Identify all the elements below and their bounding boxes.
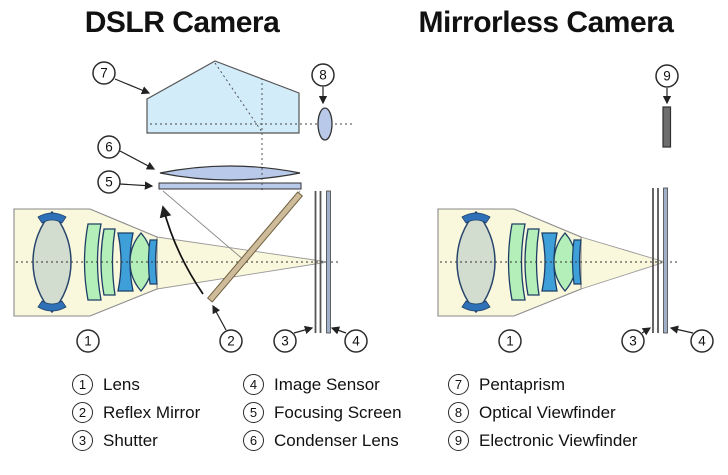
electronic-viewfinder-shape: [662, 106, 672, 148]
callout-mirrorless-image-sensor: 4: [669, 325, 714, 353]
callout-dslr-lens: 1: [76, 329, 100, 353]
callout-optical-viewfinder: 8: [311, 63, 335, 105]
legend-label: Reflex Mirror: [103, 402, 201, 422]
svg-text:4: 4: [352, 334, 360, 349]
legend-label: Focusing Screen: [274, 402, 402, 422]
pentaprism-shape: [146, 60, 300, 134]
svg-text:9: 9: [663, 69, 671, 84]
callout-mirrorless-shutter: 3: [621, 327, 652, 353]
mirrorless-image-sensor-shape: [663, 187, 668, 334]
dslr-light-ray-top: [156, 236, 329, 263]
legend-item-shutter: 3 Shutter: [72, 430, 200, 451]
svg-text:3: 3: [281, 334, 289, 349]
svg-text:1: 1: [506, 334, 514, 349]
legend-number-badge: 1: [72, 374, 93, 395]
callout-condenser-lens: 6: [97, 135, 156, 170]
legend-number-badge: 5: [243, 402, 264, 423]
callout-focusing-screen: 5: [97, 170, 154, 194]
legend-item-condenser-lens: 6 Condenser Lens: [243, 430, 402, 451]
dslr-image-sensor-shape: [326, 190, 331, 334]
legend-label: Lens: [103, 374, 140, 394]
svg-text:7: 7: [100, 66, 108, 81]
optical-viewfinder-shape: [317, 107, 333, 141]
legend-number-badge: 6: [243, 430, 264, 451]
mirrorless-light-ray-bottom: [580, 261, 666, 290]
legend-item-electronic-viewfinder: 9 Electronic Viewfinder: [448, 430, 637, 451]
svg-text:6: 6: [105, 140, 113, 155]
legend-item-pentaprism: 7 Pentaprism: [448, 374, 637, 395]
dslr-diagram: 7 8 6 5 1: [13, 60, 368, 353]
legend-item-image-sensor: 4 Image Sensor: [243, 374, 402, 395]
svg-text:4: 4: [698, 334, 706, 349]
focusing-screen-shape: [158, 182, 302, 190]
callout-dslr-shutter: 3: [273, 325, 314, 353]
legend-item-focusing-screen: 5 Focusing Screen: [243, 402, 402, 423]
mirrorless-diagram: 9 1 3 4: [437, 64, 714, 353]
legend-number-badge: 9: [448, 430, 469, 451]
condenser-lens-shape: [159, 165, 301, 181]
callout-mirrorless-lens: 1: [498, 329, 522, 353]
svg-text:2: 2: [227, 334, 235, 349]
svg-text:3: 3: [629, 334, 637, 349]
legend-item-optical-viewfinder: 8 Optical Viewfinder: [448, 402, 637, 423]
mirrorless-shutter-lines: [652, 188, 659, 333]
legend-label: Condenser Lens: [274, 430, 399, 450]
light-direction-arrow: [159, 205, 204, 295]
callout-reflex-mirror: 2: [212, 304, 243, 353]
mirrorless-light-ray-top: [580, 236, 666, 263]
reflex-mirror-shape: [206, 191, 304, 303]
pentaprism-light-path-dotted: [150, 62, 352, 190]
svg-text:5: 5: [105, 175, 113, 190]
mirrorless-light-cone: [581, 237, 665, 289]
legend-label: Optical Viewfinder: [479, 402, 616, 422]
legend-number-badge: 7: [448, 374, 469, 395]
mirrorless-title: Mirrorless Camera: [418, 6, 674, 39]
svg-text:8: 8: [319, 68, 327, 83]
legend-number-badge: 4: [243, 374, 264, 395]
legend-column-3: 7 Pentaprism 8 Optical Viewfinder 9 Elec…: [448, 374, 637, 451]
dslr-title: DSLR Camera: [84, 6, 280, 39]
dslr-light-ray-bottom: [156, 261, 329, 290]
legend-label: Shutter: [103, 430, 158, 450]
legend-number-badge: 3: [72, 430, 93, 451]
mirrorless-lens-assembly: [437, 208, 582, 317]
legend-number-badge: 2: [72, 402, 93, 423]
legend-label: Image Sensor: [274, 374, 380, 394]
callout-dslr-image-sensor: 4: [330, 326, 368, 353]
legend-item-reflex-mirror: 2 Reflex Mirror: [72, 402, 200, 423]
legend-item-lens: 1 Lens: [72, 374, 200, 395]
dslr-lens-assembly: [13, 208, 158, 317]
legend-column-1: 1 Lens 2 Reflex Mirror 3 Shutter: [72, 374, 200, 451]
svg-text:1: 1: [84, 334, 92, 349]
dslr-shutter-lines: [314, 191, 322, 333]
legend-label: Electronic Viewfinder: [479, 430, 638, 450]
legend-number-badge: 8: [448, 402, 469, 423]
legend-label: Pentaprism: [479, 374, 565, 394]
callout-electronic-viewfinder: 9: [655, 64, 679, 105]
callout-pentaprism: 7: [92, 61, 151, 95]
legend-column-2: 4 Image Sensor 5 Focusing Screen 6 Conde…: [243, 374, 402, 451]
